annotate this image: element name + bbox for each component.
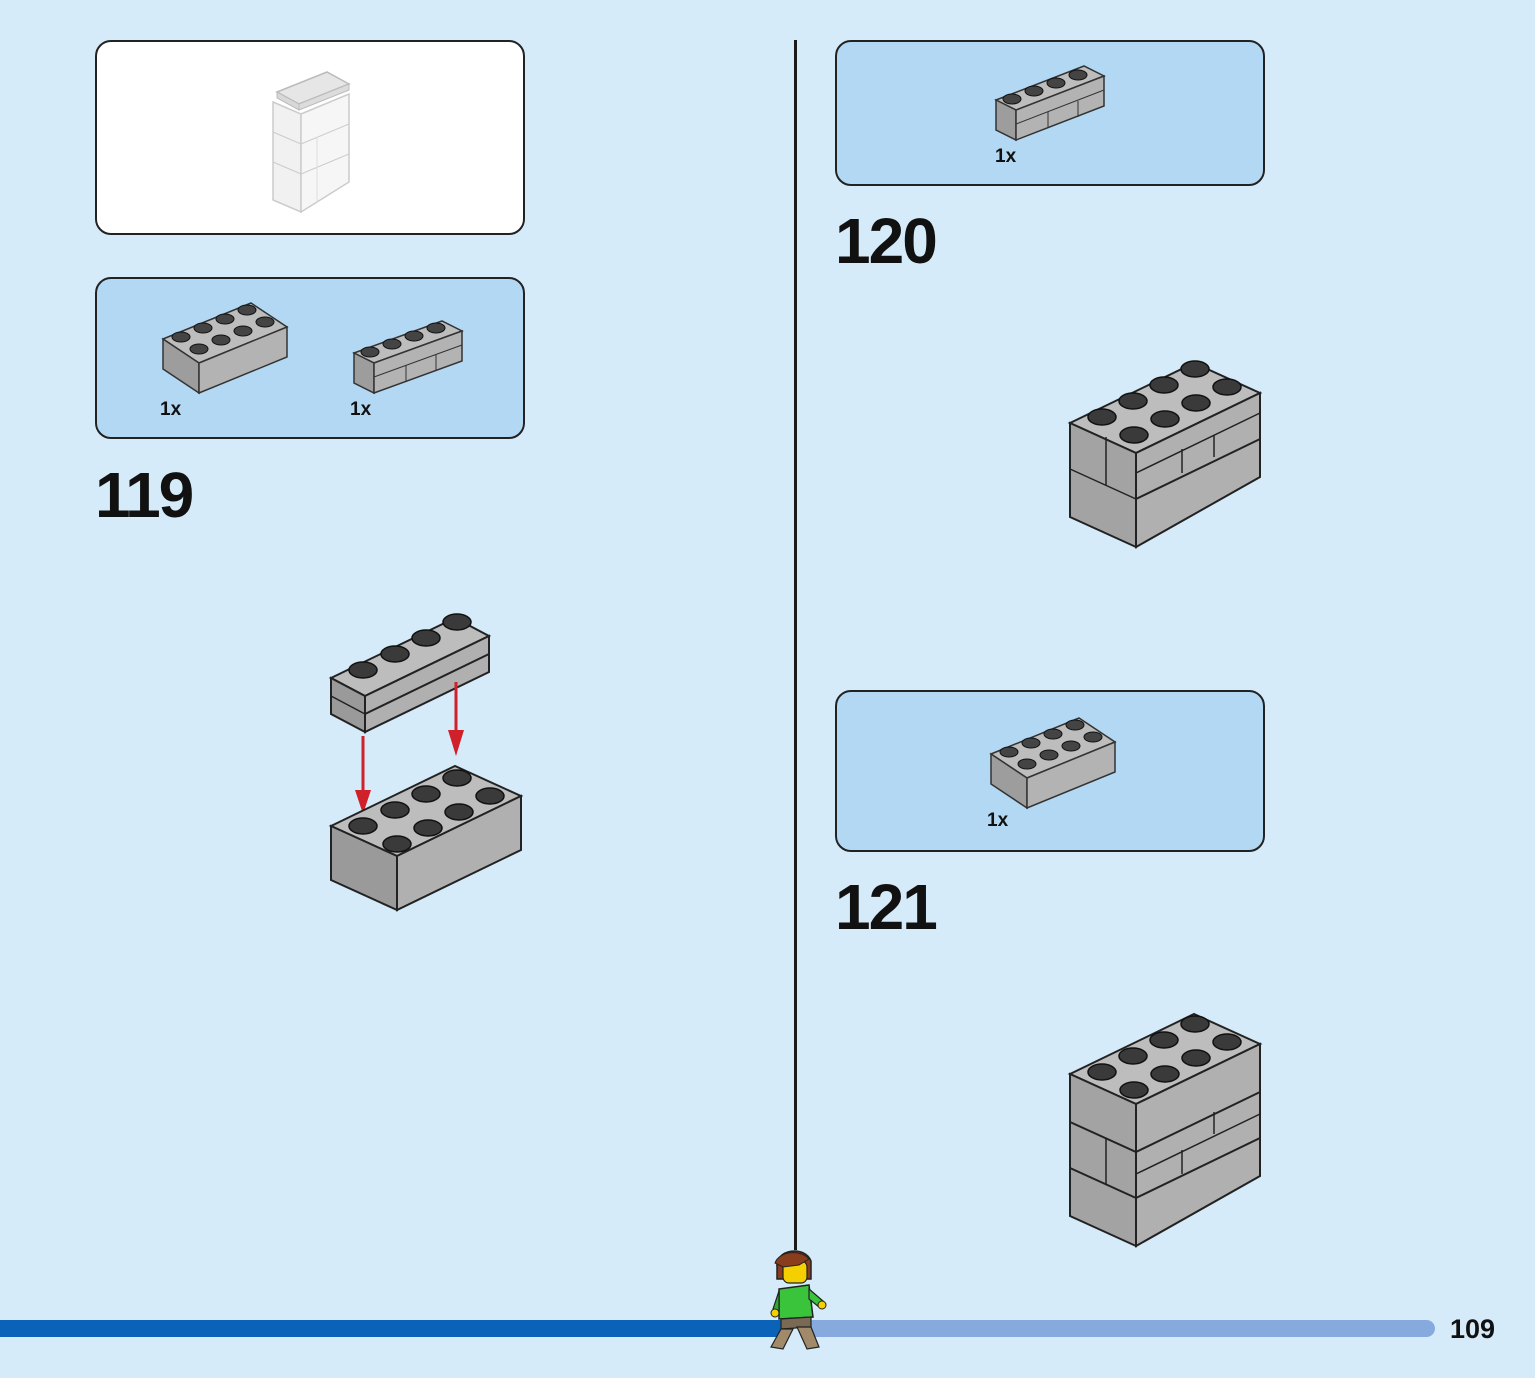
step-number: 121 (835, 871, 938, 943)
model-overview-panel (95, 40, 525, 235)
page-divider (794, 40, 797, 1250)
step-121-parts-box: 1x (835, 690, 1265, 852)
masonry-brick-1x4-icon (352, 320, 464, 395)
step-119-parts-box: 1x 1x (95, 277, 525, 439)
step-120-parts-box: 1x (835, 40, 1265, 186)
step-number: 120 (835, 205, 938, 277)
quantity-label: 1x (350, 399, 372, 420)
step-120-build-illustration (1067, 360, 1263, 549)
step-121-build-illustration (1067, 1012, 1263, 1248)
step-number: 119 (95, 459, 194, 531)
progress-bar-complete (0, 1320, 790, 1337)
quantity-label: 1x (987, 810, 1009, 831)
progress-bar-remaining (800, 1320, 1435, 1337)
down-arrow-icon (448, 682, 464, 756)
quantity-label: 1x (160, 399, 182, 420)
page-number: 109 (1450, 1314, 1496, 1344)
down-arrow-icon (355, 736, 371, 814)
minifigure-icon (770, 1250, 827, 1350)
quantity-label: 1x (995, 146, 1017, 167)
masonry-brick-1x4-icon (994, 65, 1106, 142)
ghost-model-illustration (272, 71, 351, 214)
brick-2x4-icon (989, 717, 1117, 810)
brick-2x4-icon (161, 302, 289, 395)
step-119-build-illustration (328, 613, 524, 912)
